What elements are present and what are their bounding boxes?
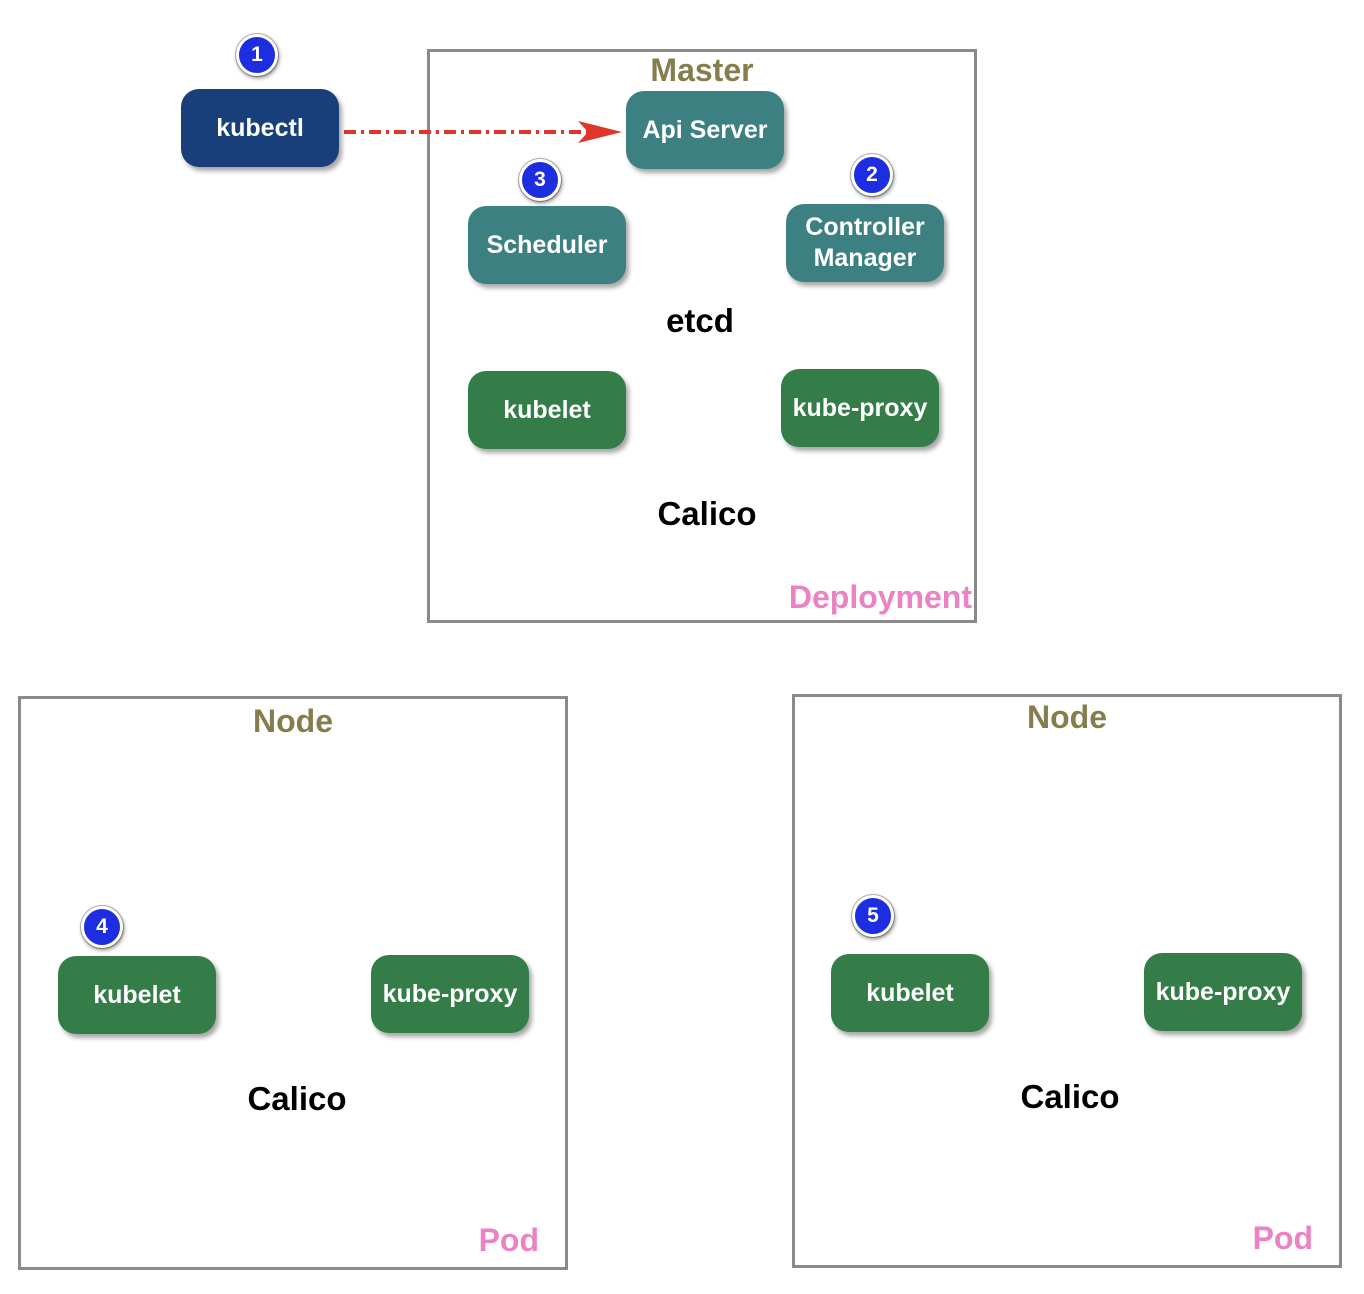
node2-kubelet-box: kubelet [831,954,989,1032]
kubectl-box: kubectl [181,89,339,167]
pod-label: Pod [478,1222,539,1258]
master-calico-label: Calico [657,495,757,532]
node2-kube-proxy-box: kube-proxy [1144,953,1302,1031]
master-kube-proxy-box: kube-proxy [781,369,939,447]
controller-manager-box: Controller Manager [786,204,944,282]
step-1-badge: 1 [236,34,278,76]
step-5-badge: 5 [852,895,894,937]
deployment-label: Deployment [788,579,972,615]
node1-kube-proxy-box: kube-proxy [371,955,529,1033]
node-title: Node [1027,699,1107,735]
node-title: Node [253,703,333,739]
pod-label: Pod [1252,1220,1313,1256]
master-kubelet-box: kubelet [468,371,626,449]
node1-kubelet-box: kubelet [58,956,216,1034]
step-2-badge: 2 [851,154,893,196]
etcd-label: etcd [666,302,734,339]
node2-calico-label: Calico [1020,1078,1120,1115]
master-title: Master [650,52,754,88]
step-3-badge: 3 [519,159,561,201]
api-server-box: Api Server [626,91,784,169]
scheduler-box: Scheduler [468,206,626,284]
step-4-badge: 4 [81,906,123,948]
node1-calico-label: Calico [247,1080,347,1117]
